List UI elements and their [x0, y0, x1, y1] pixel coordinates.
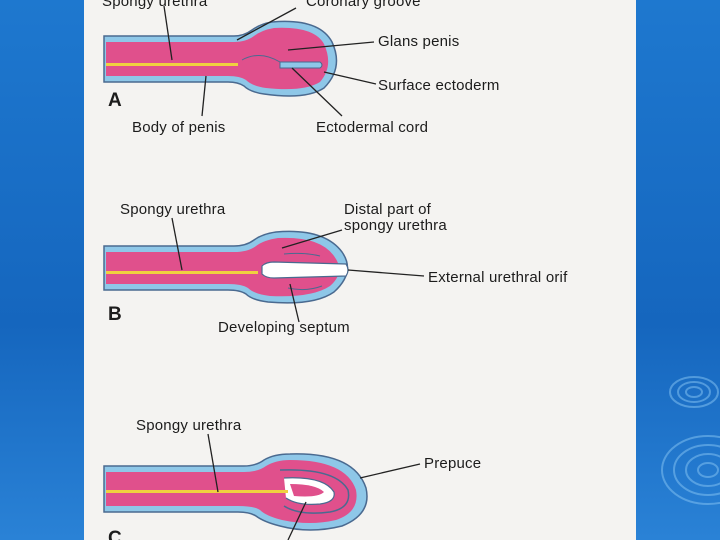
panel-b-leader-lines — [171, 217, 425, 323]
panel-a-penis-shape — [103, 20, 338, 97]
label-a-glans-penis: Glans penis — [378, 33, 460, 50]
label-b-spongy-urethra: Spongy urethra — [120, 201, 226, 218]
label-a-ectodermal-cord: Ectodermal cord — [316, 119, 429, 136]
panel-a-drawing — [103, 5, 377, 117]
label-c-spongy-urethra: Spongy urethra — [136, 417, 242, 434]
label-b-developing-septum: Developing septum — [218, 319, 350, 336]
panel-b-penis-shape — [103, 230, 349, 304]
label-a-surface-ectoderm: Surface ectoderm — [378, 77, 500, 94]
label-c-prepuce: Prepuce — [424, 455, 482, 472]
label-a-body-of-penis: Body of penis — [132, 119, 226, 136]
label-b-external-orifice: External urethral orif — [428, 269, 568, 286]
label-a-spongy-urethra: Spongy urethra — [102, 0, 208, 10]
panel-c-leader-lines — [207, 433, 421, 540]
decorative-swirl-icon — [661, 376, 720, 505]
panel-b-drawing — [103, 217, 425, 323]
panel-c-letter: C — [108, 528, 122, 540]
diagram-panel: Spongy urethra Coronary groove Glans pen… — [84, 0, 636, 540]
panel-a-leader-lines — [163, 5, 377, 117]
panel-c-penis-shape — [103, 453, 368, 531]
panel-b-letter: B — [108, 304, 122, 325]
panel-c-drawing — [103, 433, 421, 540]
label-b-distal-part-line2: spongy urethra — [344, 217, 447, 234]
panel-a-letter: A — [108, 90, 122, 111]
label-a-coronary-groove: Coronary groove — [306, 0, 421, 10]
label-b-distal-part-line1: Distal part of — [344, 201, 431, 218]
